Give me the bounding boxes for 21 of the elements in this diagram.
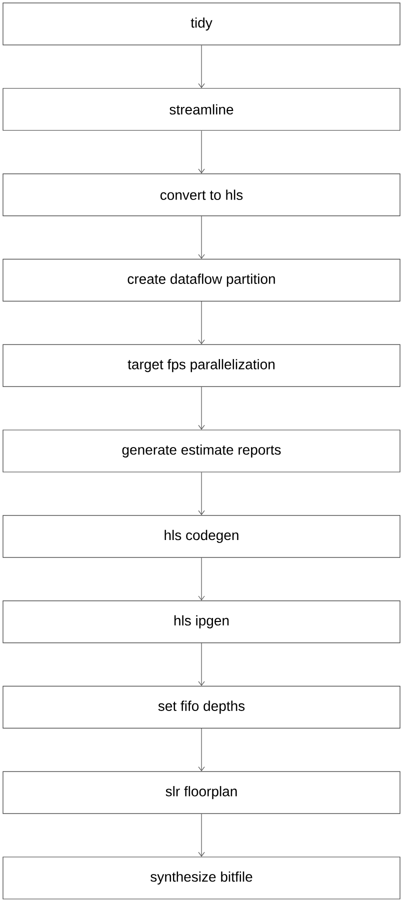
process-box: streamline bbox=[2, 88, 400, 131]
arrow bbox=[198, 472, 205, 516]
process-box: slr floorplan bbox=[2, 771, 400, 814]
arrow bbox=[198, 814, 205, 857]
arrow bbox=[198, 301, 205, 344]
process-box: hls codegen bbox=[2, 515, 400, 558]
arrow bbox=[198, 130, 205, 174]
process-box: create dataflow partition bbox=[2, 258, 400, 302]
arrow bbox=[198, 386, 205, 430]
process-box: synthesize bitfile bbox=[2, 856, 400, 900]
arrow bbox=[198, 728, 205, 772]
process-box: set fifo depths bbox=[2, 686, 400, 728]
arrow bbox=[198, 216, 205, 259]
arrow bbox=[198, 642, 205, 686]
process-box: target fps parallelization bbox=[2, 344, 400, 387]
process-box: convert to hls bbox=[2, 173, 400, 216]
process-box: generate estimate reports bbox=[2, 430, 400, 472]
arrow bbox=[198, 45, 205, 88]
process-box: tidy bbox=[2, 2, 400, 46]
process-box: hls ipgen bbox=[2, 600, 400, 644]
arrow bbox=[198, 557, 205, 600]
